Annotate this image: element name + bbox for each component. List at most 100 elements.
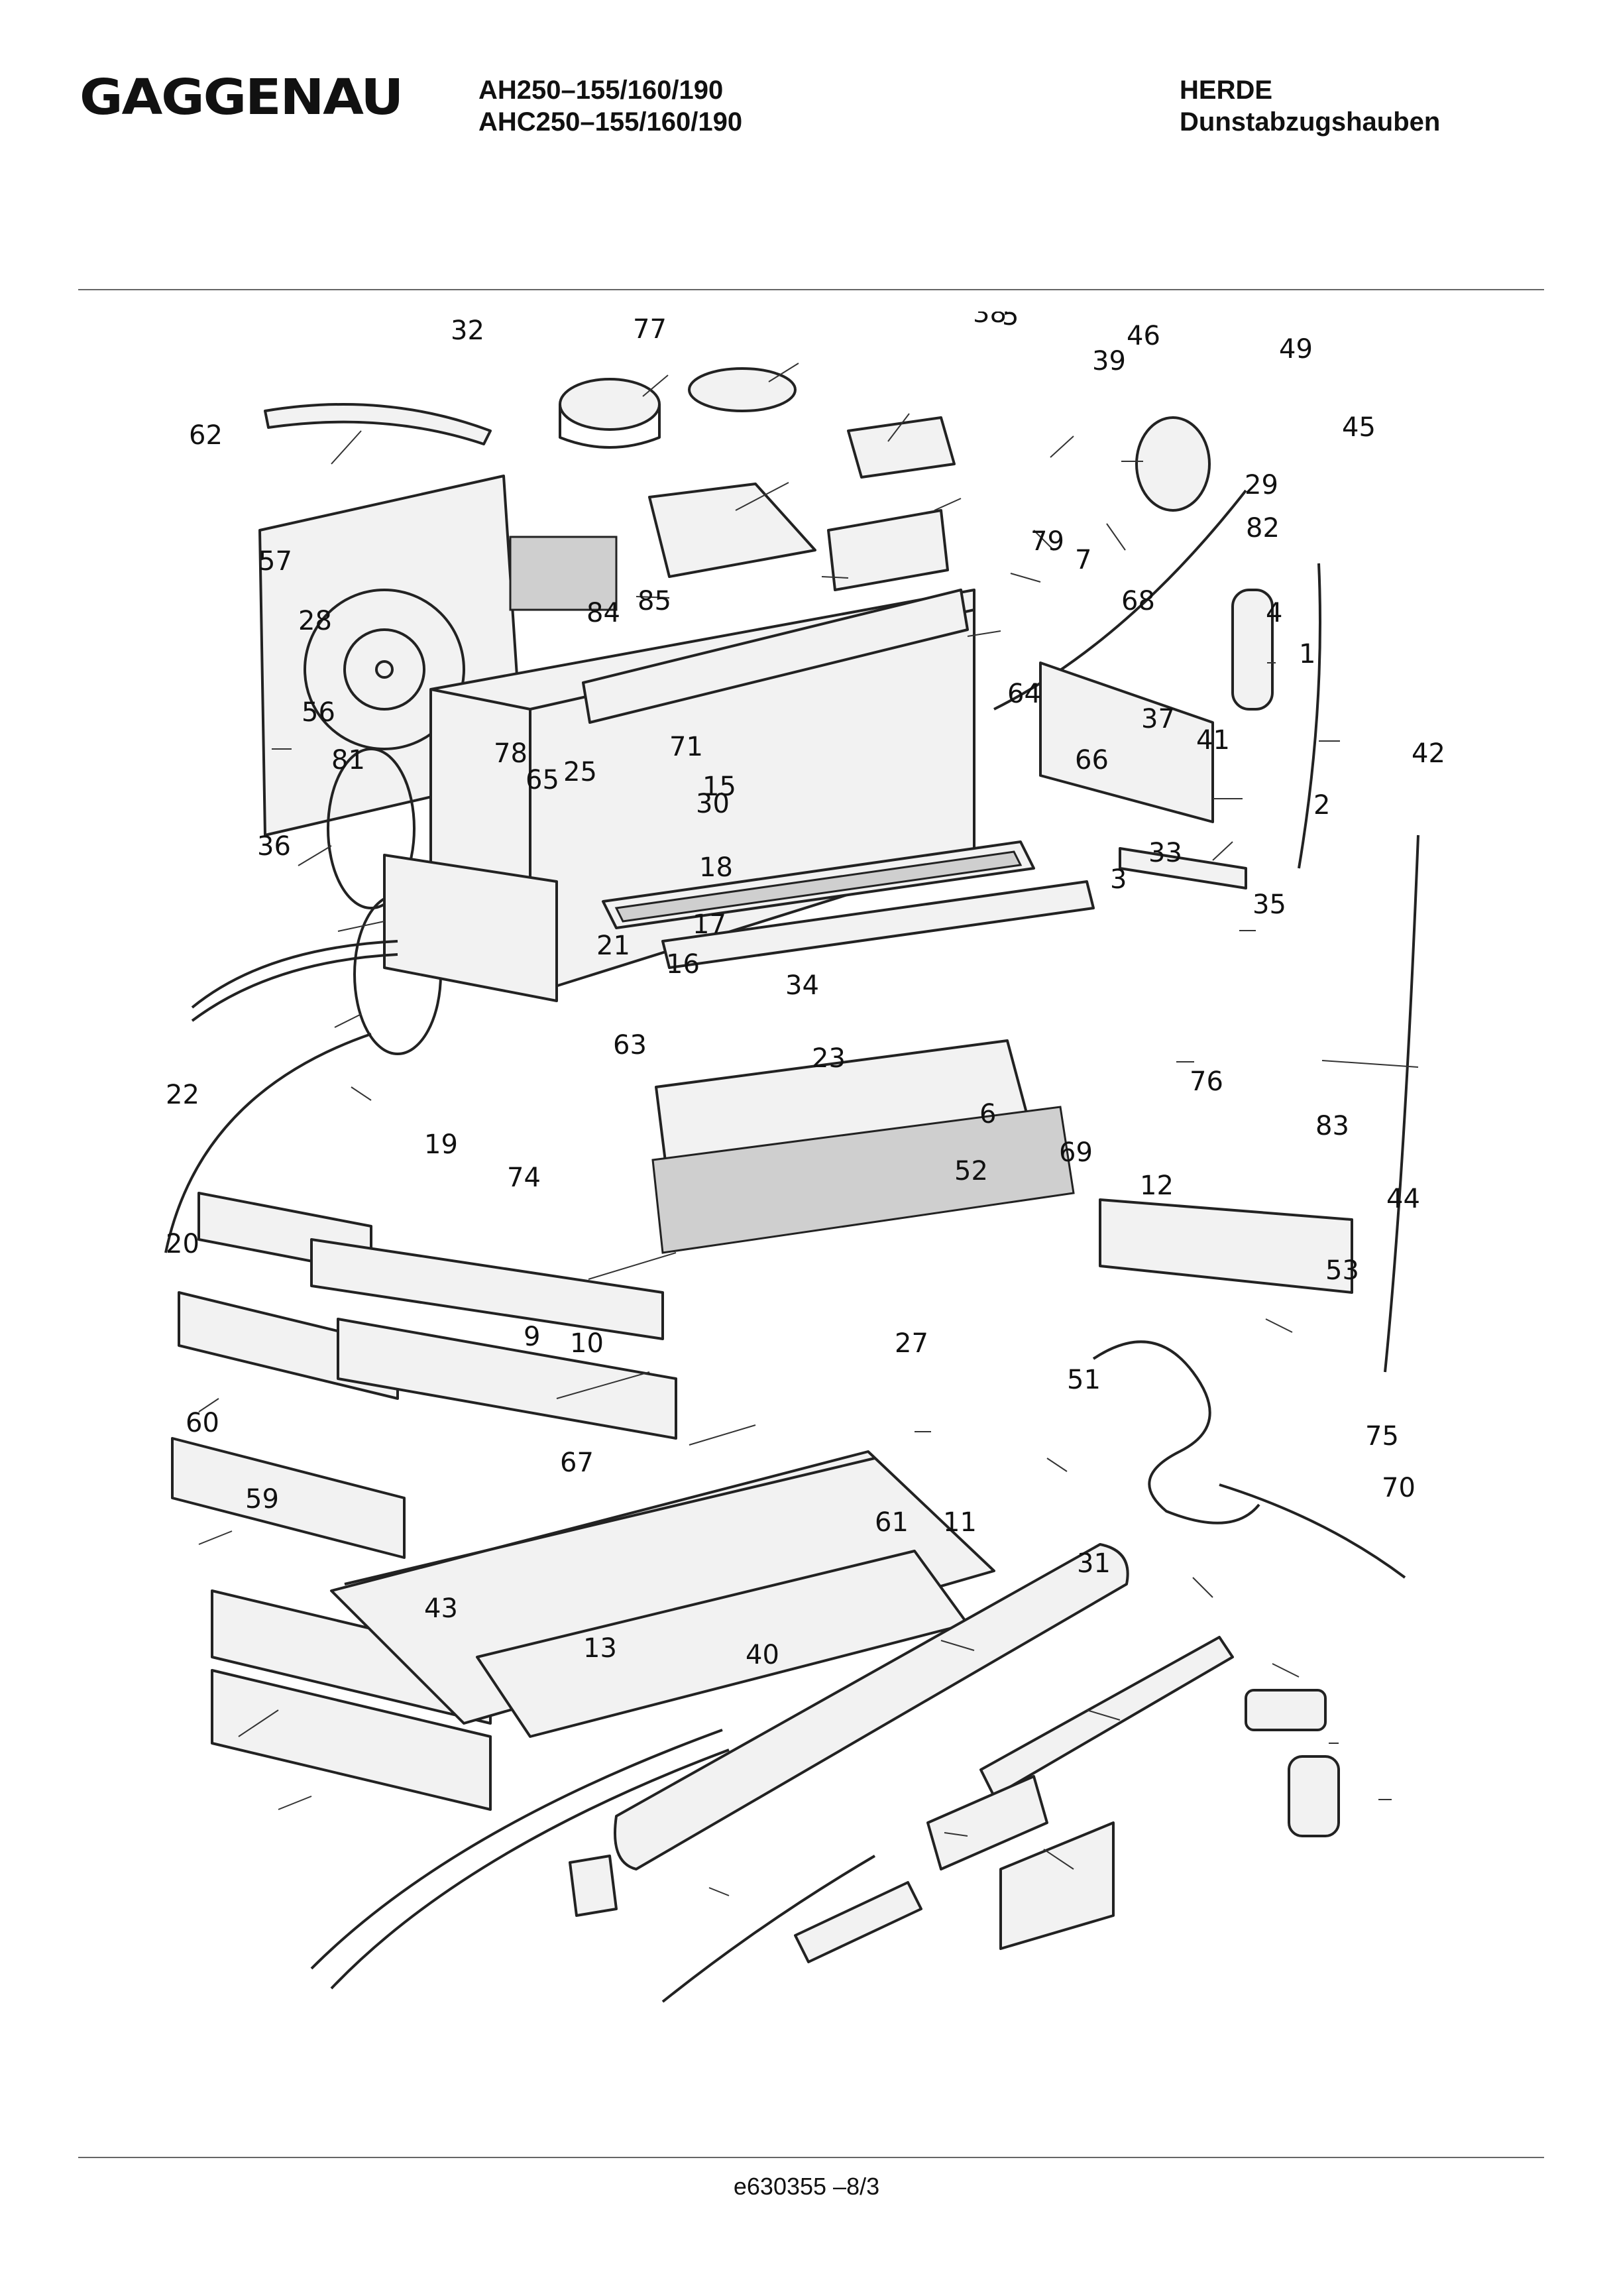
terminal-block <box>827 509 949 591</box>
capacitor-round <box>1135 416 1211 512</box>
part-number-label-45: 45 <box>1342 412 1376 443</box>
part-number-label-60: 60 <box>186 1408 219 1438</box>
grease-filter-small <box>509 536 618 611</box>
part-number-label-19: 19 <box>424 1129 458 1160</box>
plate-28 <box>383 854 558 1002</box>
model-line-2: AHC250–155/160/190 <box>478 107 743 137</box>
part-number-label-38: 38 <box>973 312 1007 329</box>
part-number-label-5: 5 <box>1002 312 1019 331</box>
lamp-socket-11 <box>926 1775 1048 1870</box>
part-number-label-77: 77 <box>633 314 667 345</box>
part-number-label-59: 59 <box>245 1484 279 1515</box>
light-housing-3 <box>1099 1198 1353 1294</box>
part-number-label-3: 3 <box>1110 864 1127 895</box>
part-number-label-23: 23 <box>812 1043 846 1074</box>
air-outlet <box>648 483 816 578</box>
cable-42 <box>1384 834 1419 1373</box>
part-number-label-25: 25 <box>563 757 597 787</box>
part-number-label-1: 1 <box>1299 639 1315 669</box>
part-number-label-13: 13 <box>583 1633 617 1664</box>
front-panel <box>582 589 969 724</box>
part-number-label-51: 51 <box>1067 1365 1101 1395</box>
part-number-label-29: 29 <box>1245 470 1278 500</box>
part-number-label-76: 76 <box>1190 1066 1223 1097</box>
capacitor <box>1231 589 1274 711</box>
light-diffuser-27 <box>614 1543 1129 1870</box>
part-number-label-34: 34 <box>785 970 819 1001</box>
diagram-artwork <box>164 367 1419 2003</box>
part-number-label-64: 64 <box>1007 679 1041 709</box>
part-number-label-78: 78 <box>494 738 528 769</box>
bracket-82 <box>1119 847 1247 890</box>
part-number-label-17: 17 <box>693 909 726 940</box>
part-number-label-37: 37 <box>1141 704 1175 734</box>
part-number-label-18: 18 <box>699 852 733 883</box>
part-number-label-27: 27 <box>895 1328 928 1359</box>
part-callouts <box>198 363 1419 1896</box>
part-number-label-41: 41 <box>1196 725 1230 756</box>
profile-59 <box>211 1669 492 1811</box>
part-number-label-36: 36 <box>257 831 291 862</box>
part-number-label-52: 52 <box>954 1156 988 1186</box>
filter-16 <box>651 1106 1075 1254</box>
part-number-label-67: 67 <box>560 1448 594 1478</box>
part-number-label-9: 9 <box>524 1322 540 1352</box>
wire-56 <box>164 1033 372 1253</box>
part-number-label-81: 81 <box>331 745 365 775</box>
part-number-label-70: 70 <box>1382 1473 1416 1503</box>
capacitor-70 <box>1288 1755 1340 1837</box>
part-number-label-56: 56 <box>302 697 335 728</box>
footer-divider <box>78 2157 1544 2158</box>
part-number-label-7: 7 <box>1075 545 1091 575</box>
part-number-label-15: 15 <box>702 772 736 802</box>
blower-housing <box>304 589 465 750</box>
wire-43 <box>310 1729 730 1990</box>
part-number-label-74: 74 <box>507 1163 541 1193</box>
control-box <box>847 416 956 479</box>
bracket-31 <box>999 1821 1115 1950</box>
part-number-label-49: 49 <box>1279 334 1313 365</box>
part-number-label-75: 75 <box>1365 1421 1399 1452</box>
part-number-label-33: 33 <box>1148 838 1182 868</box>
part-number-label-83: 83 <box>1315 1111 1349 1141</box>
product-category: HERDE Dunstabzugshauben <box>1180 74 1440 138</box>
part-number-label-84: 84 <box>586 598 620 628</box>
part-number-label-65: 65 <box>526 765 559 795</box>
filter-7 <box>661 880 1095 969</box>
duct-collar-b <box>688 367 797 412</box>
part-number-label-4: 4 <box>1266 598 1282 628</box>
part-number-label-79: 79 <box>1030 526 1064 557</box>
part-number-label-40: 40 <box>746 1640 779 1670</box>
part-number-label-68: 68 <box>1121 586 1155 616</box>
part-number-label-63: 63 <box>613 1030 647 1061</box>
exploded-parts-diagram: 1234567891011121314151617181920212223242… <box>164 312 1445 2003</box>
part-number-label-71: 71 <box>669 732 703 762</box>
category-line-2: Dunstabzugshauben <box>1180 107 1441 137</box>
part-number-label-10: 10 <box>570 1328 604 1359</box>
bracket-29 <box>1039 661 1214 823</box>
part-number-label-22: 22 <box>166 1080 199 1110</box>
part-number-label-46: 46 <box>1127 321 1160 351</box>
model-line-1: AH250–155/160/190 <box>478 76 724 105</box>
part-number-label-82: 82 <box>1246 513 1280 544</box>
category-line-1: HERDE <box>1180 76 1273 105</box>
part-number-label-62: 62 <box>189 420 223 451</box>
lamp-tube-61 <box>794 1881 922 1963</box>
part-number-label-69: 69 <box>1059 1137 1093 1168</box>
part-number-label-42: 42 <box>1412 738 1445 769</box>
part-number-label-57: 57 <box>258 546 292 577</box>
part-number-label-21: 21 <box>596 931 630 961</box>
wire-57 <box>191 940 398 1022</box>
duct-collar-a <box>559 378 661 431</box>
cable-45 <box>1298 563 1321 869</box>
part-number-labels: 1234567891011121314151617181920212223242… <box>166 312 1445 1670</box>
wire-40 <box>661 1855 876 2003</box>
fan-wheel-57 <box>327 748 416 909</box>
part-number-label-39: 39 <box>1092 346 1126 376</box>
ballast-75 <box>1245 1689 1327 1731</box>
part-number-label-44: 44 <box>1386 1184 1420 1214</box>
part-number-label-30: 30 <box>696 789 730 819</box>
part-number-label-28: 28 <box>298 606 332 636</box>
model-numbers: AH250–155/160/190 AHC250–155/160/190 <box>478 74 742 138</box>
seal-strip <box>264 403 492 445</box>
